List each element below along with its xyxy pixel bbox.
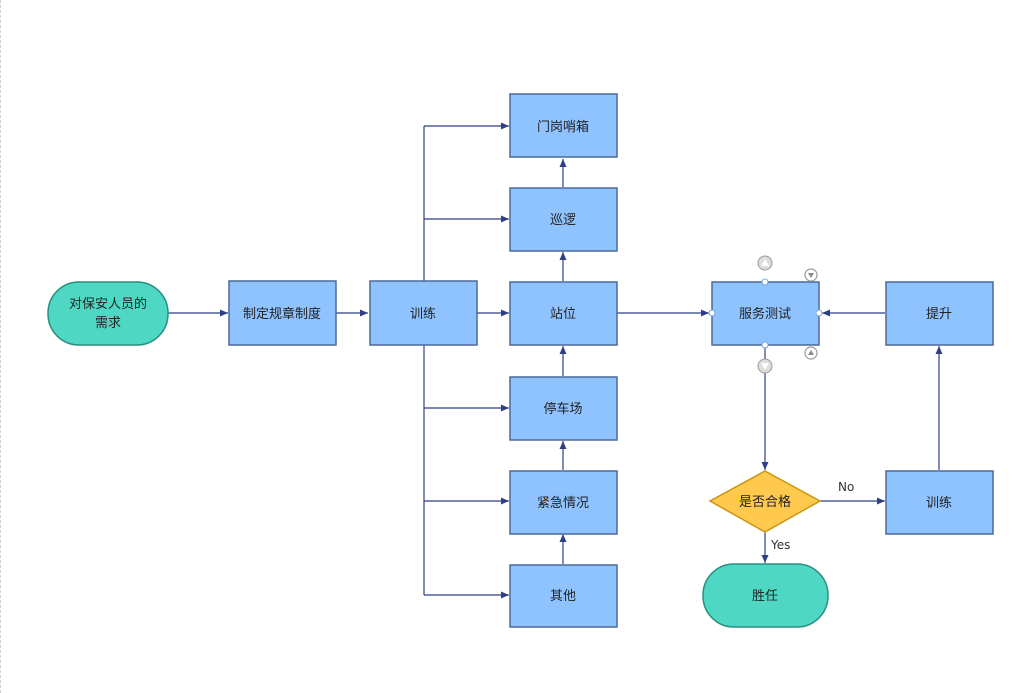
node-competent[interactable]: 胜任 [702, 563, 829, 628]
node-service-test-label: 服务测试 [739, 306, 791, 322]
node-start[interactable]: 对保安人员的 需求 [47, 281, 169, 346]
node-improve[interactable]: 提升 [885, 281, 994, 346]
connection-point-bottom[interactable] [761, 341, 769, 349]
selection-handles [708, 255, 823, 374]
collapse-up-handle-icon[interactable] [804, 346, 818, 360]
node-patrol[interactable]: 巡逻 [509, 187, 618, 252]
node-patrol-label: 巡逻 [550, 213, 576, 228]
node-rules-label: 制定规章制度 [243, 306, 321, 322]
node-retrain-label: 训练 [926, 496, 952, 511]
node-parking-label: 停车场 [543, 401, 582, 417]
node-emergency[interactable]: 紧急情况 [509, 470, 618, 535]
node-parking[interactable]: 停车场 [509, 376, 618, 441]
connection-point-left[interactable] [708, 309, 716, 317]
node-start-label-line1: 对保安人员的 [69, 296, 147, 312]
connection-point-right[interactable] [815, 309, 823, 317]
node-start-label-line2: 需求 [95, 316, 121, 331]
node-competent-label: 胜任 [752, 589, 778, 604]
node-rules[interactable]: 制定规章制度 [228, 280, 337, 346]
add-node-up-handle-icon[interactable] [757, 255, 773, 271]
node-improve-label: 提升 [926, 306, 952, 322]
node-retrain[interactable]: 训练 [885, 470, 994, 535]
node-qualified[interactable]: 是否合格 [708, 470, 822, 533]
node-other[interactable]: 其他 [509, 564, 618, 628]
collapse-down-handle-icon[interactable] [804, 268, 818, 282]
node-training-main-label: 训练 [410, 307, 436, 322]
edge-label-no: No [838, 480, 854, 494]
node-gate[interactable]: 门岗哨箱 [509, 93, 618, 158]
node-training-main[interactable]: 训练 [369, 280, 478, 346]
node-gate-label: 门岗哨箱 [537, 119, 589, 135]
node-station-label: 站位 [550, 307, 576, 322]
node-service-test[interactable]: 服务测试 [711, 281, 820, 346]
node-qualified-label: 是否合格 [739, 494, 791, 510]
node-other-label: 其他 [550, 589, 576, 604]
edge-label-yes: Yes [770, 538, 790, 552]
node-station[interactable]: 站位 [509, 281, 618, 346]
add-node-down-handle-icon[interactable] [757, 358, 773, 374]
canvas-left-guide [0, 0, 1, 693]
connection-point-top[interactable] [761, 278, 769, 286]
node-emergency-label: 紧急情况 [537, 496, 589, 511]
